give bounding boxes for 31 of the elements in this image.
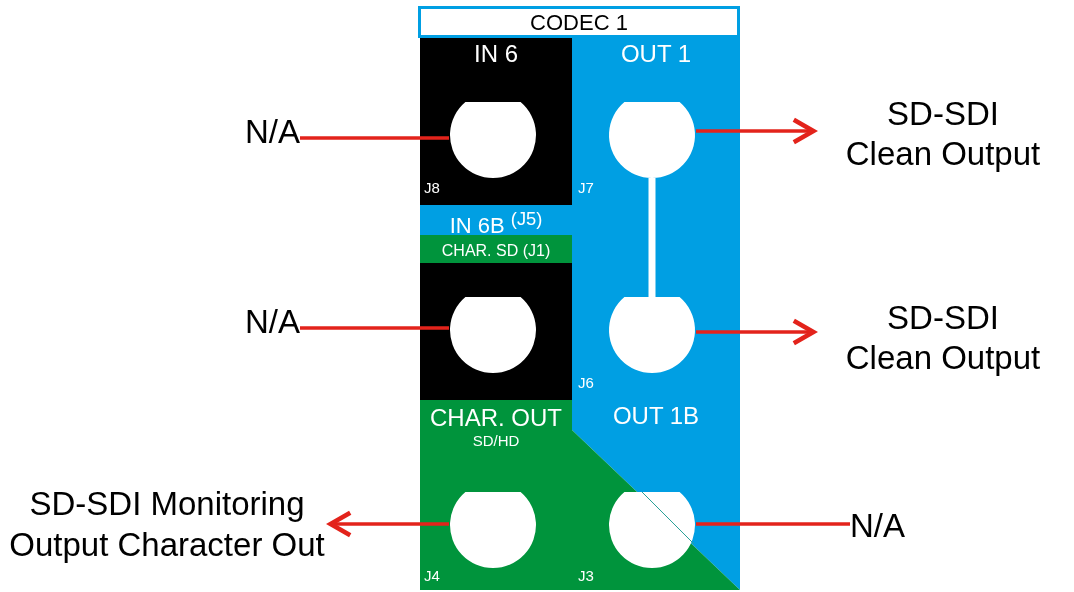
- signal-label: N/A: [245, 301, 300, 342]
- section-label: IN 6: [473, 40, 519, 68]
- connector-line: [300, 326, 449, 330]
- section-band: [420, 235, 572, 263]
- section-band: [420, 205, 572, 235]
- section-label: OUT 1: [619, 40, 693, 68]
- connector-line: [300, 136, 449, 140]
- arrow: [328, 510, 449, 538]
- jack-label: J7: [578, 180, 594, 195]
- panel-title: CODEC 1: [418, 6, 740, 38]
- connector-line: [648, 178, 656, 297]
- signal-label: SD-SDI Clean Output: [844, 297, 1042, 378]
- signal-label: SD-SDI Monitoring Output Character Out: [8, 484, 326, 565]
- jack-label: J3: [578, 568, 594, 583]
- section-label: SD/HD: [471, 431, 521, 448]
- section-label: CHAR. SD (J1): [440, 241, 552, 261]
- signal-label: N/A: [245, 111, 300, 152]
- arrow: [696, 117, 816, 145]
- connector-line: [696, 522, 850, 526]
- jack-label: J4: [424, 568, 440, 583]
- section-label: IN 6B $^{(J5)}$: [448, 208, 544, 234]
- section-label: CHAR. OUT: [429, 404, 563, 432]
- arrow: [696, 318, 816, 346]
- panel-section: [420, 38, 572, 205]
- jack-label: J8: [424, 180, 440, 195]
- connector-socket: [449, 297, 537, 373]
- jack-label: J6: [578, 375, 594, 390]
- signal-label: SD-SDI Clean Output: [844, 93, 1042, 174]
- panel-section: [420, 263, 572, 400]
- signal-label: N/A: [850, 505, 905, 546]
- section-label: OUT 1B: [611, 402, 701, 430]
